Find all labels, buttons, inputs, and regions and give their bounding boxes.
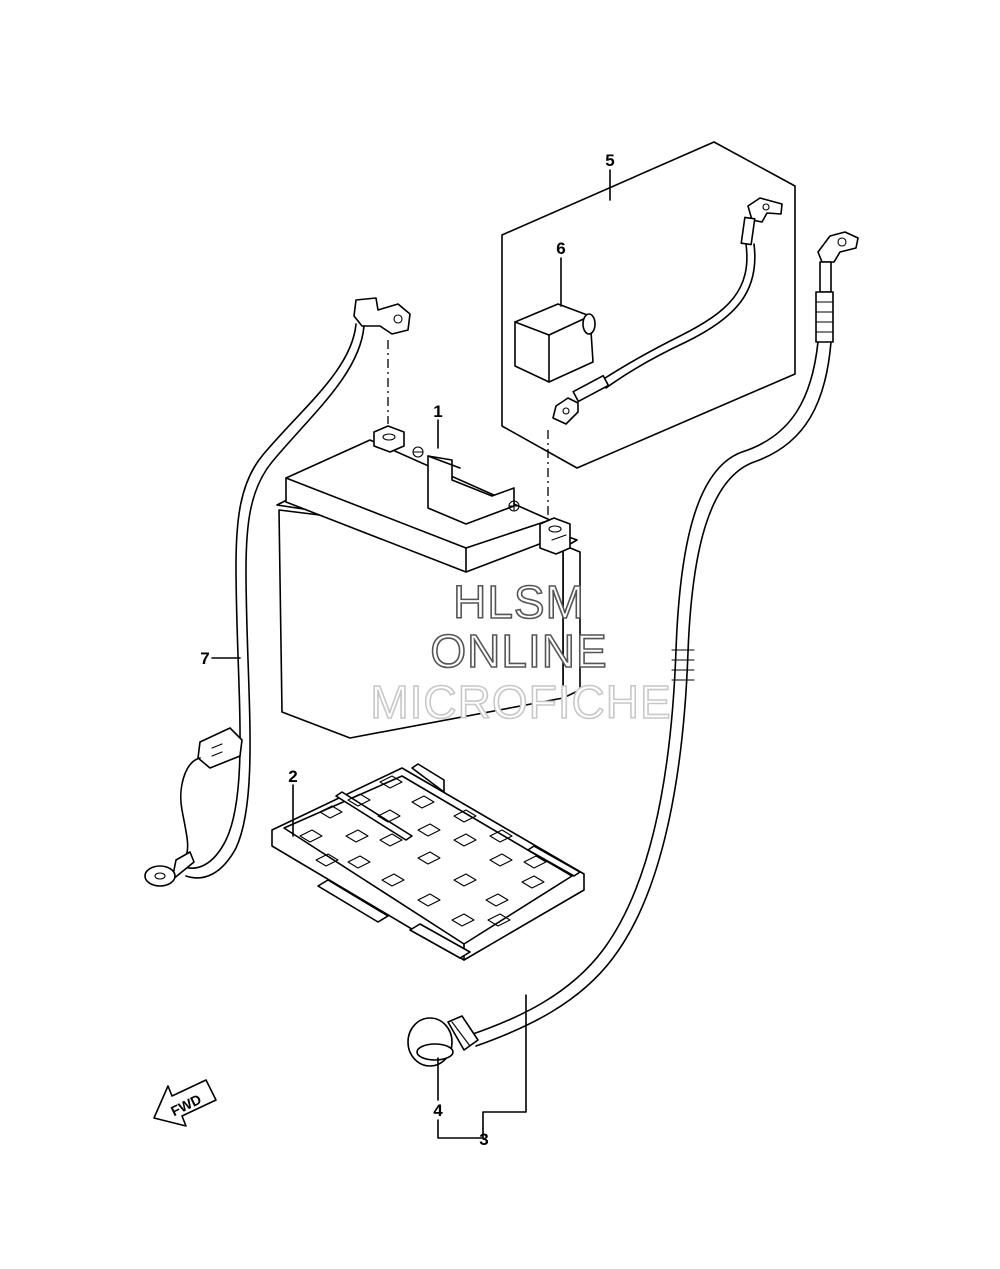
starter-lead-cable[interactable]: [552, 197, 783, 425]
terminal-cap[interactable]: [514, 303, 596, 383]
kit-box-outline: [501, 141, 796, 469]
callout-5: 5: [605, 151, 614, 170]
assembly-guide-lines: [387, 340, 549, 516]
callout-2: 2: [288, 767, 297, 786]
callout-4: 4: [433, 1101, 443, 1120]
watermark-line1: HLSM: [453, 576, 585, 628]
fwd-arrow-icon: FWD: [153, 1079, 217, 1127]
watermark: HLSM ONLINE MICROFICHE: [370, 575, 672, 729]
watermark-line3: MICROFICHE: [370, 676, 671, 728]
battery[interactable]: [276, 425, 581, 739]
callout-6: 6: [556, 239, 565, 258]
battery-tray[interactable]: [271, 763, 585, 961]
wiring-lead-cable[interactable]: [144, 297, 411, 887]
callout-leaders: [211, 169, 611, 1139]
negative-lead-cable[interactable]: [407, 231, 859, 1067]
watermark-line2: ONLINE: [430, 625, 607, 677]
callout-1: 1: [433, 402, 442, 421]
callout-7: 7: [200, 649, 209, 668]
callout-3: 3: [479, 1130, 488, 1149]
